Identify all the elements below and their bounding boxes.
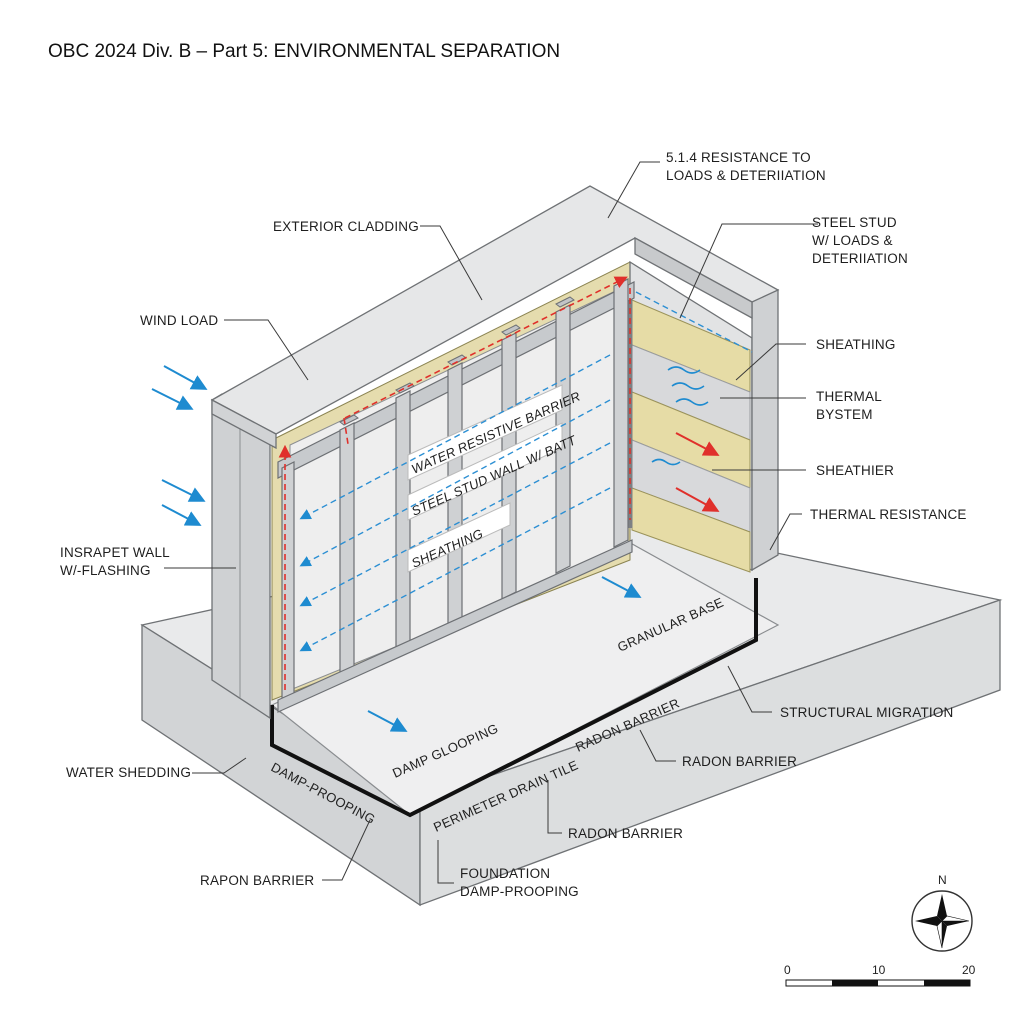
bottom-track bbox=[277, 539, 633, 713]
callout-resistance-line1: 5.1.4 RESISTANCE TO bbox=[666, 150, 811, 165]
callout-thermal-system-line2: BYSTEM bbox=[816, 407, 873, 422]
callout-radon-barrier-2: RADON BARRIER bbox=[568, 826, 683, 841]
callout-steel-stud-line2: W/ LOADS & bbox=[812, 233, 893, 248]
top-slab bbox=[210, 185, 780, 450]
callout-structural-migration: STRUCTURAL MIGRATION bbox=[780, 705, 954, 720]
callout-parapet-line2: W/-FLASHING bbox=[60, 563, 151, 578]
scale-bar: 0 10 20 bbox=[784, 963, 976, 987]
callout-rapon-barrier: RAPON BARRIER bbox=[200, 873, 314, 888]
callout-foundation-line2: DAMP-PROOPING bbox=[460, 884, 579, 899]
callout-sheathier: SHEATHIER bbox=[816, 463, 894, 478]
callout-steel-stud-line1: STEEL STUD bbox=[812, 215, 897, 230]
callout-thermal-resistance: THERMAL RESISTANCE bbox=[810, 507, 967, 522]
callout-resistance-line2: LOADS & DETERIIATION bbox=[666, 168, 826, 183]
callout-water-shedding: WATER SHEDDING bbox=[66, 765, 191, 780]
scale-label-0: 0 bbox=[784, 963, 791, 977]
callout-steel-stud-line3: DETERIIATION bbox=[812, 251, 908, 266]
right-side-wall bbox=[627, 260, 779, 573]
callout-sheathing: SHEATHING bbox=[816, 337, 896, 352]
callout-radon-barrier-1: RADON BARRIER bbox=[682, 754, 797, 769]
callout-exterior-cladding: EXTERIOR CLADDING bbox=[273, 219, 419, 234]
scale-label-20: 20 bbox=[962, 963, 976, 977]
callout-foundation-line1: FOUNDATION bbox=[460, 866, 550, 881]
compass-north-label: N bbox=[938, 873, 947, 887]
callout-thermal-system-line1: THERMAL bbox=[816, 389, 882, 404]
air-water-flow-arrows bbox=[151, 276, 753, 732]
callout-labels: 5.1.4 RESISTANCE TO LOADS & DETERIIATION… bbox=[60, 150, 967, 899]
callout-parapet-line1: INSRAPET WALL bbox=[60, 545, 170, 560]
leader-lines bbox=[164, 161, 818, 884]
scale-label-10: 10 bbox=[872, 963, 886, 977]
callout-wind-load: WIND LOAD bbox=[140, 313, 218, 328]
north-compass: N bbox=[911, 873, 973, 952]
diagram-title: OBC 2024 Div. B – Part 5: ENVIRONMENTAL … bbox=[48, 41, 560, 62]
